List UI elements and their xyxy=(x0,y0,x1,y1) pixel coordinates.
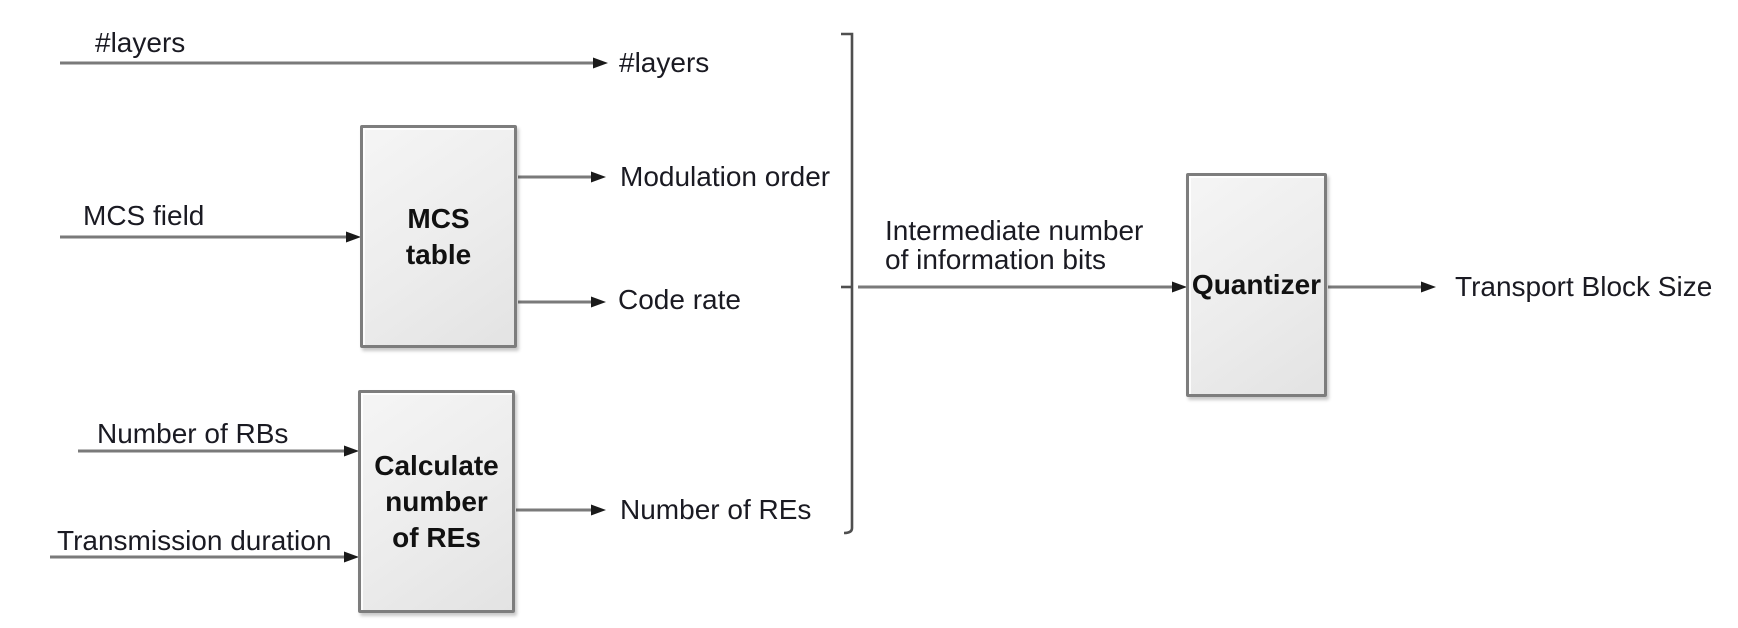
input-label-layers: #layers xyxy=(95,27,186,58)
signal-label-layers: #layers xyxy=(619,47,710,78)
collector-bracket xyxy=(841,32,854,535)
signal-label-number-of-res: Number of REs xyxy=(620,494,812,525)
arrowhead-transmission-duration xyxy=(344,551,359,563)
output-label-transport-block-size: Transport Block Size xyxy=(1455,271,1713,302)
arrowhead-modulation-order xyxy=(591,171,606,183)
signal-label-intermediate-bits: Intermediate number of information bits xyxy=(885,216,1143,274)
arrowhead-transport-block-size xyxy=(1421,281,1436,293)
block-calc-res-label-line2: number xyxy=(385,485,488,517)
block-mcs-table: MCS table xyxy=(360,125,517,348)
block-mcs-table-label-line2: table xyxy=(405,238,472,270)
arrowhead-mcs-field xyxy=(346,231,361,243)
arrowhead-number-of-rbs xyxy=(344,445,359,457)
arrowhead-layers xyxy=(593,57,608,69)
input-label-number-of-rbs: Number of RBs xyxy=(97,418,289,449)
signal-label-code-rate: Code rate xyxy=(618,284,741,315)
arrowhead-code-rate xyxy=(591,296,606,308)
arrowhead-number-of-res xyxy=(591,504,606,516)
block-calc-res-label-line3: of REs xyxy=(392,521,481,553)
block-quantizer: Quantizer xyxy=(1186,173,1327,397)
block-calculate-number-of-res: Calculate number of REs xyxy=(358,390,515,613)
block-quantizer-label: Quantizer xyxy=(1191,269,1322,300)
signal-label-modulation-order: Modulation order xyxy=(620,161,831,192)
arrowhead-intermediate-bits xyxy=(1172,281,1187,293)
input-label-mcs-field: MCS field xyxy=(83,200,205,231)
intermediate-bits-line2: of information bits xyxy=(885,244,1106,275)
input-label-transmission-duration: Transmission duration xyxy=(57,525,332,556)
intermediate-bits-line1: Intermediate number xyxy=(885,215,1144,246)
block-mcs-table-label-line1: MCS xyxy=(407,202,470,234)
block-calc-res-label-line1: Calculate xyxy=(374,449,499,481)
